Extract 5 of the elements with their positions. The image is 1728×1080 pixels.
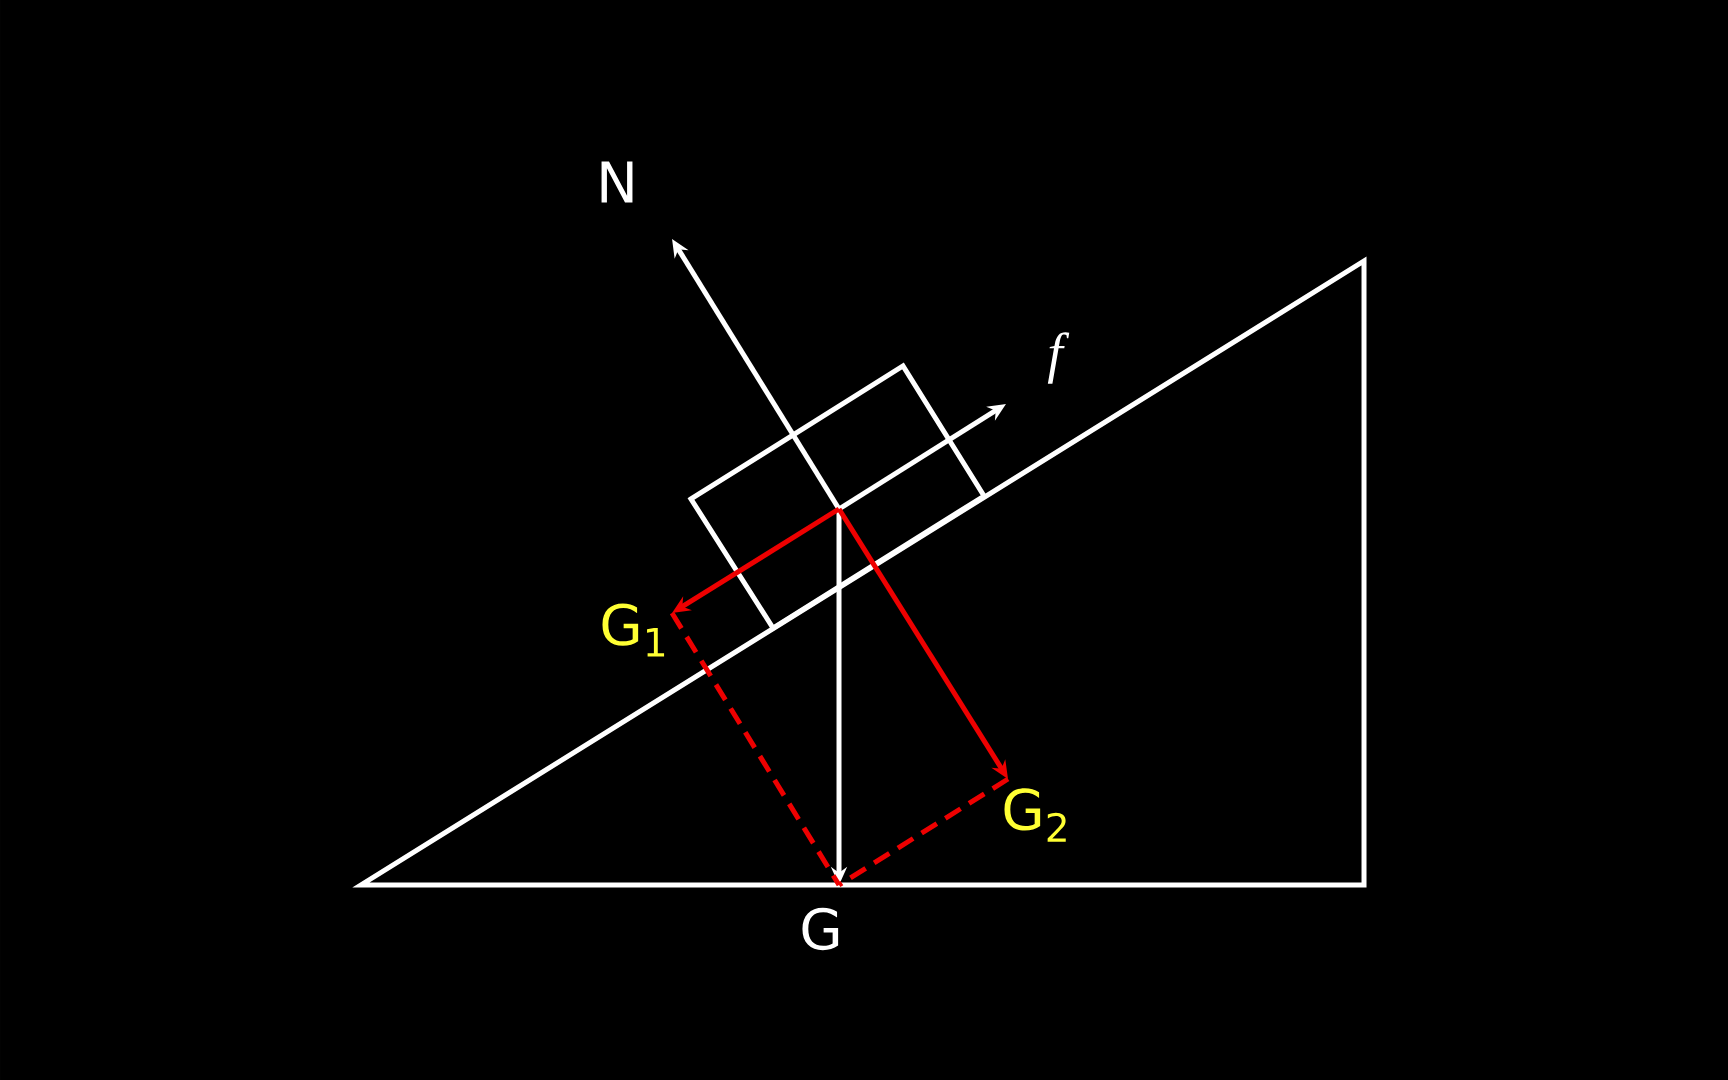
force-label: N (601, 161, 633, 203)
force-label: G (802, 907, 839, 951)
force-label: f (1047, 332, 1070, 384)
force-label: G$_{2}$ (1004, 788, 1066, 842)
force-label: G$_{1}$ (602, 603, 665, 657)
